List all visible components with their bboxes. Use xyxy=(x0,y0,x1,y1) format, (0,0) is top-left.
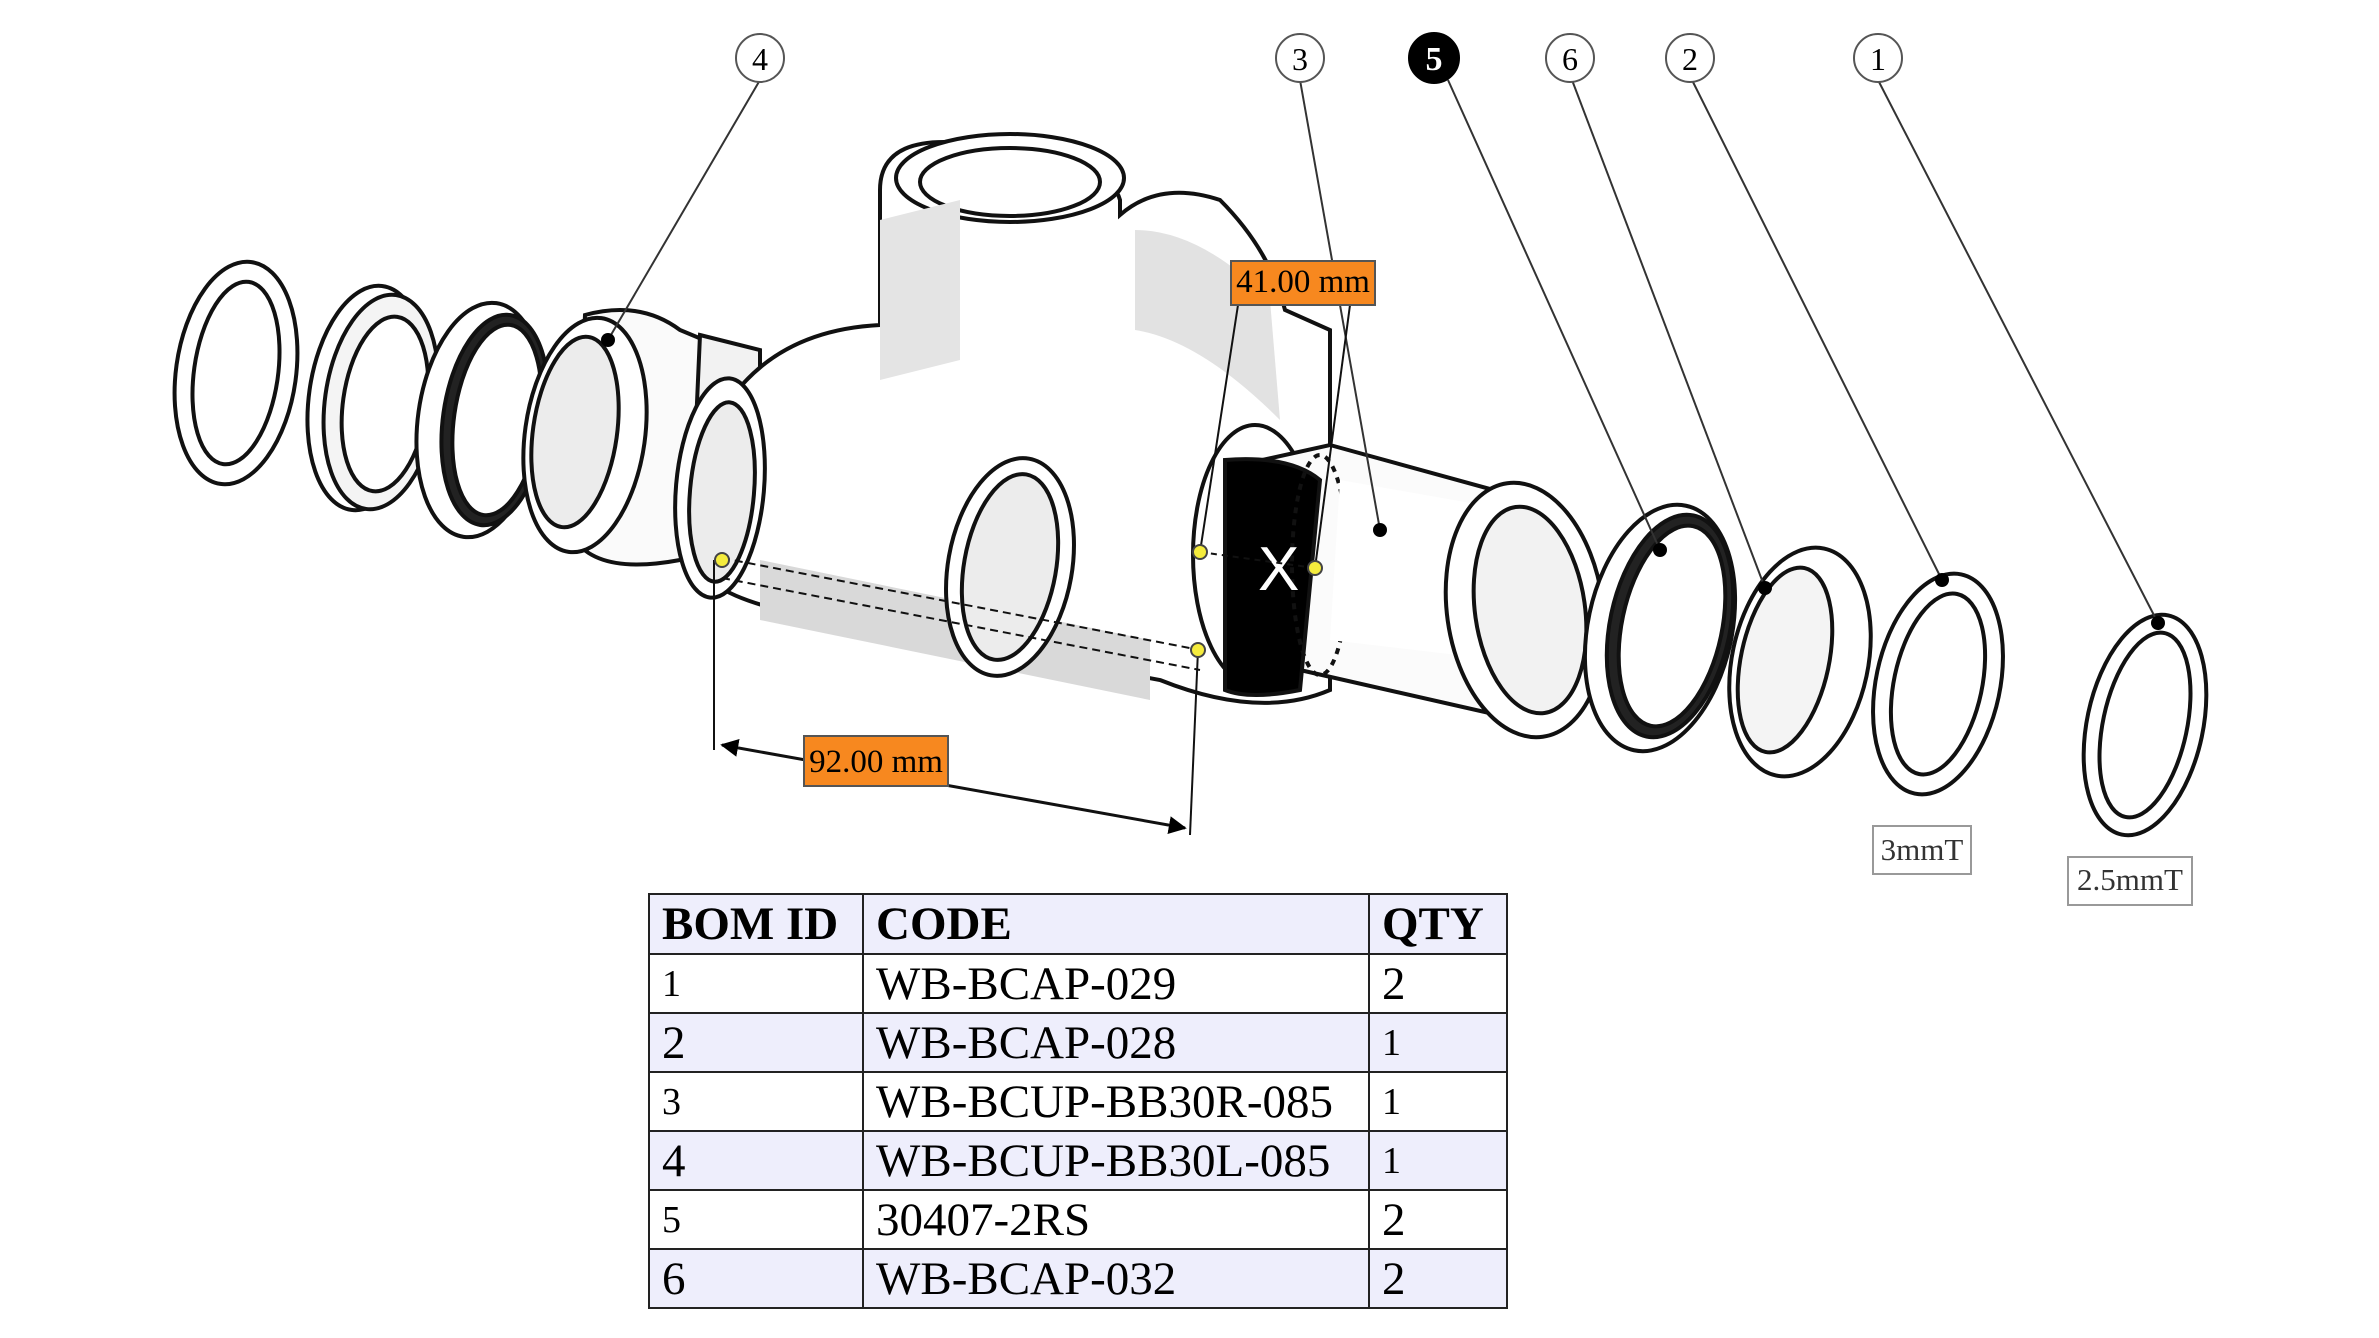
balloon-item-3[interactable]: 3 xyxy=(1275,33,1325,83)
svg-text:3: 3 xyxy=(1292,41,1308,77)
svg-text:4: 4 xyxy=(752,41,768,77)
bom-cell-id: 1 xyxy=(648,953,864,1014)
length-dimension-box xyxy=(803,735,949,787)
bom-cell-id: 3 xyxy=(648,1071,864,1132)
svg-text:2.5mmT: 2.5mmT xyxy=(2077,862,2183,897)
length-dimension-label: 92.00 mm xyxy=(809,744,943,780)
balloon-item-5-selected[interactable]: 5 xyxy=(1408,32,1460,84)
bom-cell-qty: 2 xyxy=(1368,1248,1508,1309)
width-measurement[interactable]: 41.00 mm xyxy=(1192,260,1376,576)
bom-row[interactable]: 2 WB-BCAP-028 1 xyxy=(648,1012,1508,1073)
spacer-3mm xyxy=(1871,571,2005,797)
measure-point[interactable] xyxy=(1190,642,1206,658)
measure-point[interactable] xyxy=(714,552,730,568)
width-dimension-label: 41.00 mm xyxy=(1236,264,1370,300)
bom-cell-code: 30407-2RS xyxy=(862,1189,1370,1250)
cup-logo-mark: X xyxy=(1258,535,1299,604)
bom-cell-id: 5 xyxy=(648,1189,864,1250)
bom-cell-id: 4 xyxy=(648,1130,864,1191)
svg-text:2: 2 xyxy=(1682,41,1698,77)
svg-text:1: 1 xyxy=(1870,41,1886,77)
bom-header-code: CODE xyxy=(862,893,1370,955)
bom-cell-code: WB-BCUP-BB30L-085 xyxy=(862,1130,1370,1191)
bom-cell-qty: 1 xyxy=(1368,1130,1508,1191)
spacer-2-5mm xyxy=(2081,612,2209,838)
measure-point[interactable] xyxy=(1192,544,1208,560)
bom-cell-qty: 2 xyxy=(1368,1189,1508,1250)
svg-text:5: 5 xyxy=(1426,41,1443,78)
bom-cell-code: WB-BCAP-029 xyxy=(862,953,1370,1014)
bom-cell-id: 6 xyxy=(648,1248,864,1309)
bom-header-id: BOM ID xyxy=(648,893,864,955)
measure-point[interactable] xyxy=(1307,560,1323,576)
bom-cell-code: WB-BCUP-BB30R-085 xyxy=(862,1071,1370,1132)
bom-cell-qty: 1 xyxy=(1368,1071,1508,1132)
bom-header-row: BOM ID CODE QTY xyxy=(648,893,1508,955)
bom-cell-qty: 1 xyxy=(1368,1012,1508,1073)
bom-row[interactable]: 6 WB-BCAP-032 2 xyxy=(648,1248,1508,1309)
bom-table: BOM ID CODE QTY 1 WB-BCAP-029 2 2 WB-BCA… xyxy=(648,893,1508,1309)
bom-header-qty: QTY xyxy=(1368,893,1508,955)
left-bearing xyxy=(414,300,551,540)
bom-cell-code: WB-BCAP-028 xyxy=(862,1012,1370,1073)
balloon-item-2[interactable]: 2 xyxy=(1665,33,1715,83)
right-bearing-cup: X xyxy=(1223,442,1607,740)
width-dimension-box xyxy=(1230,260,1376,306)
balloon-item-4[interactable]: 4 xyxy=(735,33,785,83)
bom-cell-code: WB-BCAP-032 xyxy=(862,1248,1370,1309)
bom-row[interactable]: 3 WB-BCUP-BB30R-085 1 xyxy=(648,1071,1508,1132)
leader-dots xyxy=(601,333,2165,630)
right-bearing-cover xyxy=(1727,545,1873,779)
svg-text:6: 6 xyxy=(1562,41,1578,77)
bom-row[interactable]: 1 WB-BCAP-029 2 xyxy=(648,953,1508,1014)
bom-cell-id: 2 xyxy=(648,1012,864,1073)
bom-cell-qty: 2 xyxy=(1368,953,1508,1014)
bom-row[interactable]: 4 WB-BCUP-BB30L-085 1 xyxy=(648,1130,1508,1191)
balloon-item-6[interactable]: 6 xyxy=(1545,33,1595,83)
left-spacer-ring xyxy=(172,259,300,487)
balloon-item-1[interactable]: 1 xyxy=(1853,33,1903,83)
svg-text:3mmT: 3mmT xyxy=(1881,832,1964,867)
right-bearing xyxy=(1582,502,1738,754)
length-measurement[interactable]: 92.00 mm xyxy=(713,552,1206,836)
bom-row[interactable]: 5 30407-2RS 2 xyxy=(648,1189,1508,1250)
spacer-label-2-5mm: 2.5mmT xyxy=(2067,856,2193,906)
spacer-label-3mm: 3mmT xyxy=(1872,825,1972,875)
